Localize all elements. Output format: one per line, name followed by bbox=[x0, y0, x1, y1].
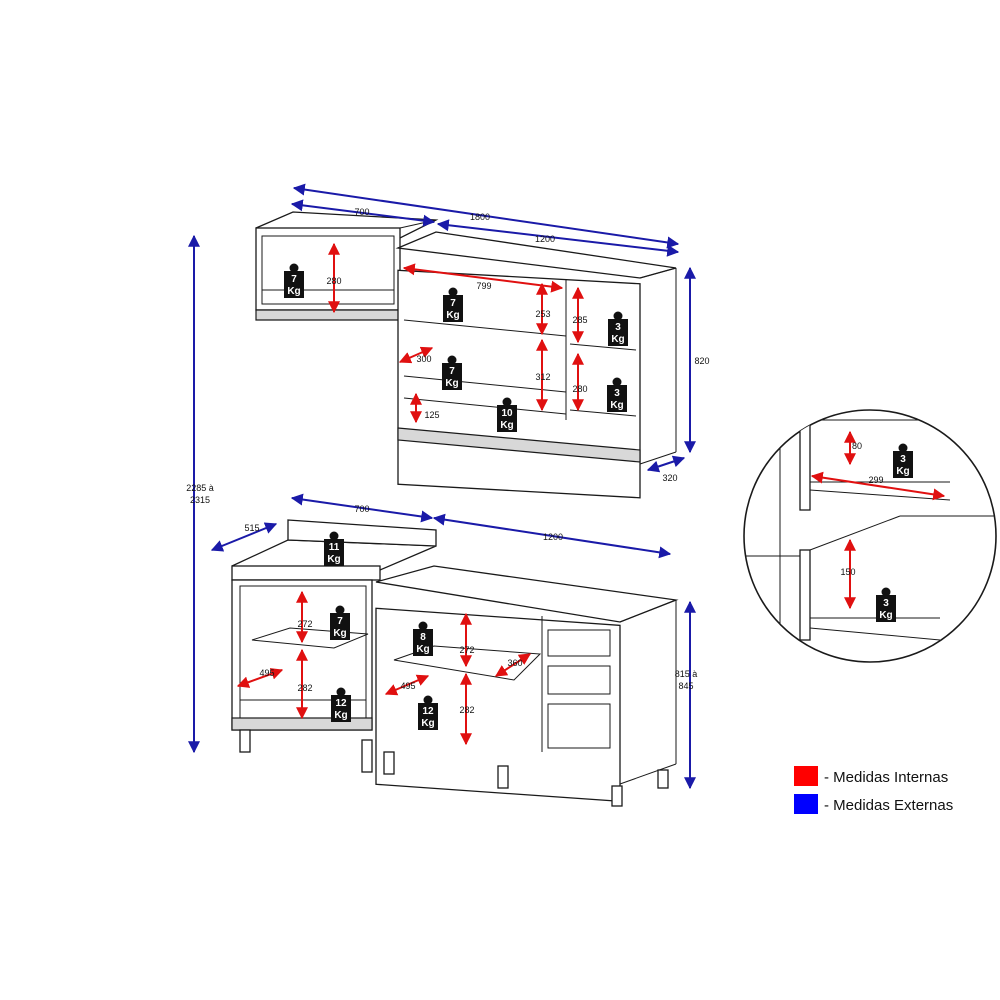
dim-base-left-width: 700 bbox=[354, 504, 369, 514]
legend-external-label: - Medidas Externas bbox=[824, 797, 953, 814]
weight-value: 3 bbox=[883, 598, 889, 609]
weight-icon: 3 Kg bbox=[876, 587, 896, 622]
dim-int-top-lower-shelf: 312 bbox=[535, 372, 550, 382]
dim-total-height-2: 2315 bbox=[190, 495, 210, 505]
weight-value: 12 bbox=[335, 698, 347, 709]
dim-int-base-mid-depth: 495 bbox=[400, 681, 415, 691]
weight-unit: Kg bbox=[327, 554, 340, 565]
weight-icon: 12 Kg bbox=[331, 687, 351, 722]
dim-int-top-depth: 300 bbox=[416, 354, 431, 364]
weight-unit: Kg bbox=[896, 466, 909, 477]
weight-unit: Kg bbox=[611, 334, 624, 345]
dim-int-top-upper-shelf: 253 bbox=[535, 309, 550, 319]
weight-unit: Kg bbox=[421, 718, 434, 729]
dim-base-right-width: 1200 bbox=[543, 532, 563, 542]
weight-unit: Kg bbox=[445, 378, 458, 389]
weight-unit: Kg bbox=[287, 286, 300, 297]
dim-int-top-bottom-gap: 125 bbox=[424, 410, 439, 420]
weight-icon: 3 Kg bbox=[608, 311, 628, 346]
detail-view bbox=[743, 409, 997, 663]
weight-unit: Kg bbox=[334, 710, 347, 721]
weight-icon: 10 Kg bbox=[497, 397, 517, 432]
weight-value: 7 bbox=[291, 274, 297, 285]
external-dimensions: 700 1800 1200 820 320 2285 à 2315 700 12… bbox=[186, 183, 710, 790]
weight-icon: 7 Kg bbox=[442, 355, 462, 390]
weight-value: 7 bbox=[449, 366, 455, 377]
weight-unit: Kg bbox=[610, 400, 623, 411]
dim-int-base-mid-lower: 282 bbox=[459, 705, 474, 715]
dim-top-depth: 320 bbox=[662, 473, 677, 483]
weight-value: 3 bbox=[614, 388, 620, 399]
dim-int-top-left-shelf: 280 bbox=[326, 276, 341, 286]
dim-int-base-left-upper: 272 bbox=[297, 619, 312, 629]
weight-icon: 3 Kg bbox=[607, 377, 627, 412]
weight-unit: Kg bbox=[333, 628, 346, 639]
weight-unit: Kg bbox=[446, 310, 459, 321]
dim-int-base-left-lower: 282 bbox=[297, 683, 312, 693]
dim-top-left-width: 700 bbox=[354, 207, 369, 217]
dim-int-detail-width: 299 bbox=[868, 475, 883, 485]
dim-int-detail-bottom: 150 bbox=[840, 567, 855, 577]
weight-unit: Kg bbox=[500, 420, 513, 431]
dim-int-base-drawer-depth: 360 bbox=[507, 658, 522, 668]
weight-icon: 7 Kg bbox=[330, 605, 350, 640]
dim-top-height: 820 bbox=[694, 356, 709, 366]
weight-value: 3 bbox=[615, 322, 621, 333]
weight-value: 10 bbox=[501, 408, 513, 419]
weight-value: 7 bbox=[450, 298, 456, 309]
dim-int-top-small-upper: 285 bbox=[572, 315, 587, 325]
weight-unit: Kg bbox=[879, 610, 892, 621]
weight-icon: 3 Kg bbox=[893, 443, 913, 478]
weight-icons: 7 Kg 7 Kg 7 Kg 10 Kg 3 Kg bbox=[284, 263, 913, 730]
base-cabinet-right bbox=[375, 565, 679, 807]
internal-dimensions: 280 799 253 312 300 125 285 280 272 282 … bbox=[236, 242, 946, 746]
legend-swatch-external bbox=[794, 794, 818, 814]
dim-base-height-1: 815 à bbox=[675, 669, 698, 679]
weight-unit: Kg bbox=[416, 644, 429, 655]
weight-icon: 7 Kg bbox=[284, 263, 304, 298]
legend-swatch-internal bbox=[794, 766, 818, 786]
dim-top-total-width: 1800 bbox=[470, 212, 490, 222]
dim-base-depth: 515 bbox=[244, 523, 259, 533]
dim-int-base-left-depth: 495 bbox=[259, 668, 274, 678]
dim-int-top-small-lower: 280 bbox=[572, 384, 587, 394]
weight-value: 11 bbox=[329, 542, 340, 553]
dim-base-height-2: 845 bbox=[678, 681, 693, 691]
weight-icon: 12 Kg bbox=[418, 695, 438, 730]
weight-icon: 7 Kg bbox=[443, 287, 463, 322]
weight-value: 3 bbox=[900, 454, 906, 465]
weight-icon: 8 Kg bbox=[413, 621, 433, 656]
weight-icon: 11 Kg bbox=[324, 531, 344, 566]
legend-internal-label: - Medidas Internas bbox=[824, 769, 948, 786]
dim-int-base-mid-upper: 272 bbox=[459, 645, 474, 655]
dim-int-detail-top: 80 bbox=[852, 441, 862, 451]
dim-total-height-1: 2285 à bbox=[186, 483, 214, 493]
weight-value: 12 bbox=[422, 706, 434, 717]
dim-top-right-width: 1200 bbox=[535, 234, 555, 244]
weight-value: 7 bbox=[337, 616, 343, 627]
weight-value: 8 bbox=[420, 632, 426, 643]
dim-int-top-inner-width: 799 bbox=[476, 281, 491, 291]
legend: - Medidas Internas - Medidas Externas bbox=[794, 766, 953, 814]
